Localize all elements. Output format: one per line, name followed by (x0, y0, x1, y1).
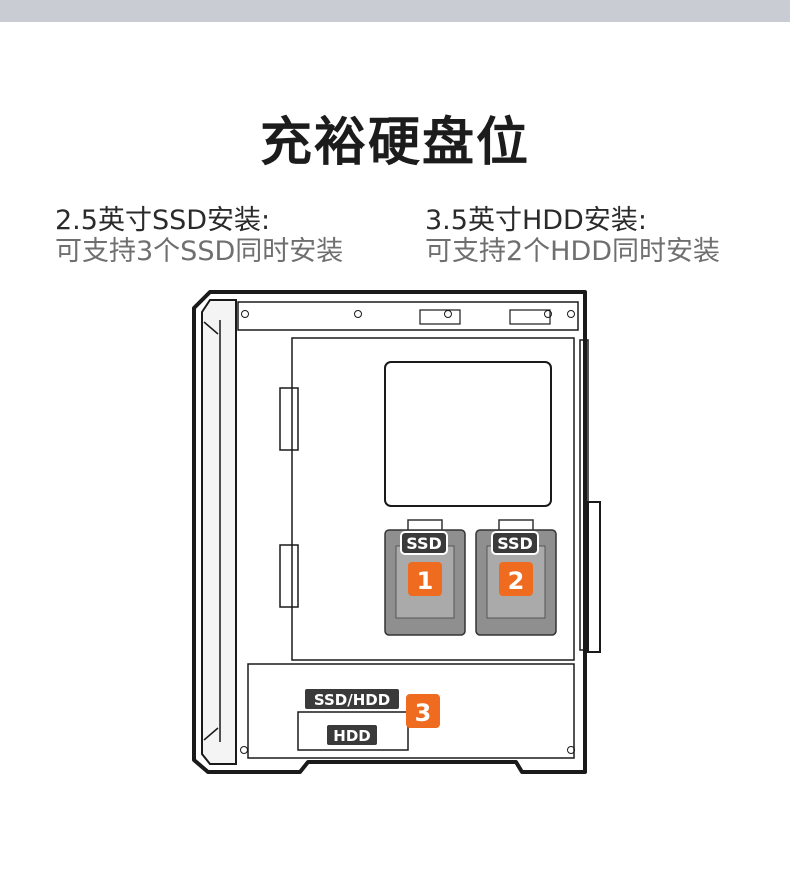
ssd-bay-2-badge (499, 562, 533, 596)
hdd-spec-detail: 可支持2个HDD同时安装 (425, 236, 721, 267)
bay-3-sub-tag: HDD (333, 727, 370, 745)
top-rail (237, 301, 579, 331)
front-bezel (201, 299, 237, 765)
screw-tr (567, 310, 575, 318)
drive-cage (297, 711, 409, 751)
ssd-bay-1-tag: SSD (406, 534, 442, 553)
ssd-bay-2-tag-bg (491, 531, 539, 555)
screw-tl (241, 310, 249, 318)
rear-bracket (587, 501, 601, 653)
bay-3-tag: SSD/HDD (314, 691, 390, 709)
hdd-spec: 3.5英寸HDD安装: 可支持2个HDD同时安装 (425, 205, 720, 267)
top-bar (0, 0, 790, 22)
ssd-bay-2-tag: SSD (497, 534, 533, 553)
ssd-spec-detail: 可支持3个SSD同时安装 (55, 236, 344, 267)
drive-bay-3: SSD/HDD HDD 3 (297, 687, 440, 751)
ssd-bay-1: SSD 1 (384, 519, 466, 636)
case-diagram: SSD 1 SSD 2 SSD/HDD HDD 3 (192, 290, 601, 774)
ssd-spec: 2.5英寸SSD安装: 可支持3个SSD同时安装 (55, 205, 343, 267)
psu-shroud (247, 663, 575, 759)
screw-br (567, 746, 575, 754)
screw-t3 (544, 310, 552, 318)
ssd-bay-1-tag-bg (400, 531, 448, 555)
cpu-cutout (384, 361, 552, 507)
screw-t2 (444, 310, 452, 318)
screw-bl (240, 746, 248, 754)
bay-3-tag-bg (303, 687, 401, 711)
bay-3-number: 3 (415, 699, 432, 727)
bezel-corner-marks (203, 321, 219, 741)
ssd-spec-heading: 2.5英寸SSD安装: (55, 205, 271, 236)
ssd-bay-2-number: 2 (508, 567, 525, 595)
grommet-lower (279, 544, 299, 608)
bay-3-badge (406, 694, 440, 728)
hdd-spec-heading: 3.5英寸HDD安装: (425, 205, 647, 236)
top-vent-1 (419, 309, 461, 325)
ssd-bay-2: SSD 2 (475, 519, 557, 636)
page-title: 充裕硬盘位 (259, 113, 530, 173)
ssd-bay-1-badge (408, 562, 442, 596)
screw-t1 (354, 310, 362, 318)
motherboard-tray (291, 337, 575, 661)
bay-3-sub-tag-bg (325, 723, 379, 747)
grommet-upper (279, 387, 299, 451)
ssd-bay-1-number: 1 (417, 567, 434, 595)
rear-strip (579, 339, 589, 651)
